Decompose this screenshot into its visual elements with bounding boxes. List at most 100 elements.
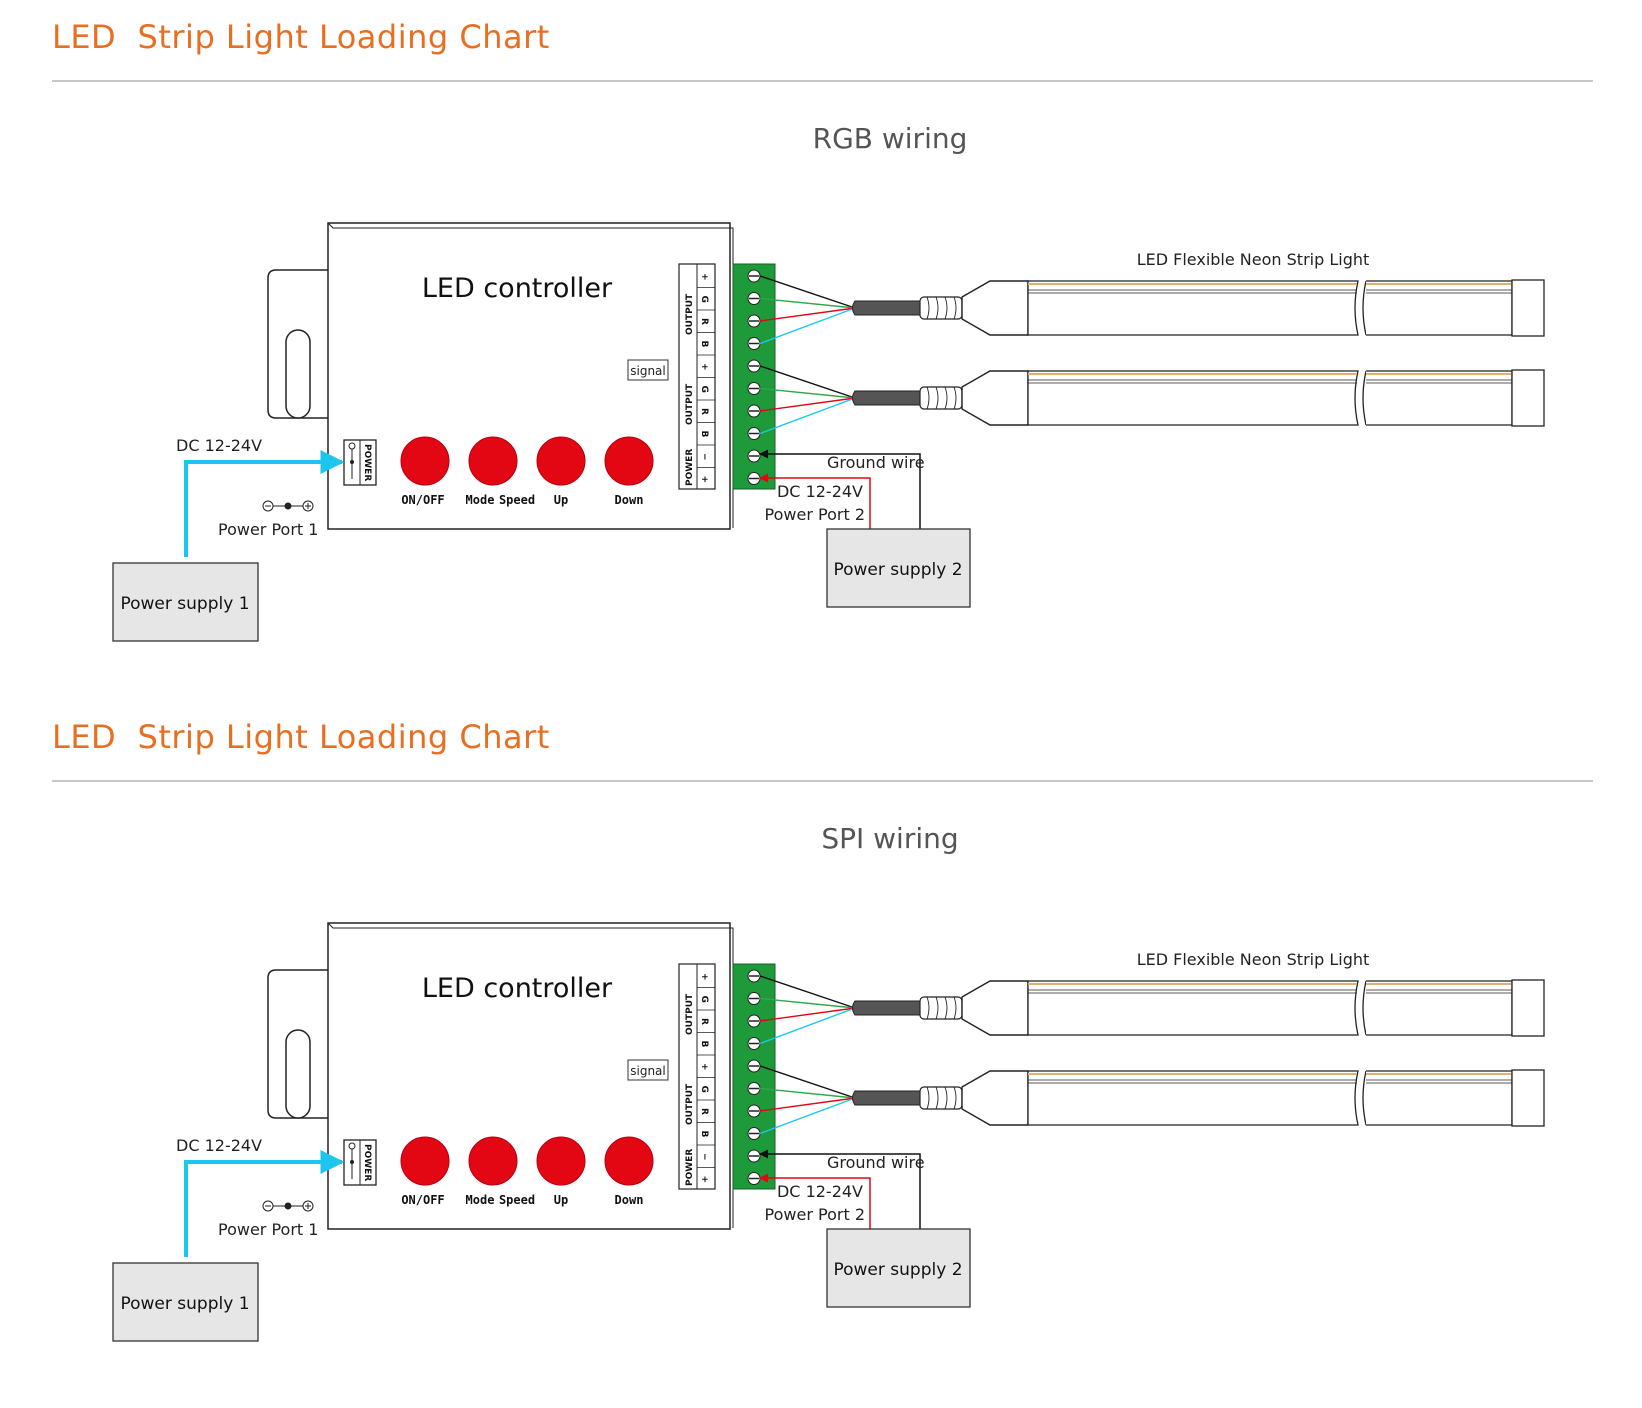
- output-wire: [759, 297, 856, 309]
- ground-wire-label: Ground wire: [827, 1153, 925, 1172]
- output-wire: [759, 1065, 856, 1099]
- strip-end-cap: [1511, 979, 1545, 1037]
- section-divider: [52, 780, 1593, 782]
- terminal-screw-icon: [747, 1104, 761, 1118]
- terminal-label: B: [699, 431, 709, 438]
- power-port-1-label: Power Port 1: [218, 1220, 318, 1239]
- terminal-label: +: [699, 1063, 709, 1071]
- strip-label: LED Flexible Neon Strip Light: [1137, 950, 1370, 969]
- terminal-label: R: [699, 408, 709, 415]
- power-jack-icon: [343, 1139, 377, 1186]
- terminal-screw-icon: [747, 449, 761, 463]
- neon-strip-segment-2: [1366, 370, 1513, 426]
- power-supply-1: [112, 562, 259, 642]
- button-label-up: Up: [554, 1193, 568, 1207]
- terminal-label: R: [699, 318, 709, 325]
- strip-break: [1362, 370, 1367, 426]
- strip-cable: [852, 390, 921, 406]
- terminal-label: −: [699, 1153, 709, 1161]
- terminal-screw-icon: [747, 1172, 761, 1185]
- terminal-label: +: [699, 476, 709, 484]
- strain-relief: [919, 996, 963, 1020]
- dc-label-1: DC 12-24V: [176, 436, 262, 455]
- dc-label-1: DC 12-24V: [176, 1136, 262, 1155]
- output-wire: [759, 275, 856, 309]
- terminal-screw-icon: [747, 314, 761, 328]
- terminal-screw-icon: [747, 337, 761, 350]
- power-supply-2: [826, 1228, 971, 1308]
- strip-connector: [961, 280, 1029, 336]
- strip-cable: [852, 1000, 921, 1016]
- section-heading: LED Strip Light Loading Chart: [52, 718, 550, 756]
- terminal-screw-icon: [747, 382, 761, 395]
- output-wire: [759, 1007, 856, 1045]
- neon-strip-segment-2: [1366, 280, 1513, 336]
- power-jack-label: POWER: [362, 1144, 372, 1181]
- section-heading: LED Strip Light Loading Chart: [52, 18, 550, 56]
- output-label-2: OUTPUT: [685, 383, 695, 425]
- terminal-screw-icon: [747, 1014, 761, 1028]
- strip-break: [1362, 1070, 1367, 1126]
- power-wire-1: [184, 450, 345, 557]
- strip-end-cap: [1511, 1069, 1545, 1127]
- strip-break: [1362, 980, 1367, 1036]
- button-up: [536, 1136, 586, 1186]
- strain-relief: [919, 296, 963, 320]
- signal-box: [627, 359, 669, 381]
- polarity-symbol-icon: [262, 500, 314, 512]
- terminal-label: B: [699, 341, 709, 348]
- button-label-speed: Speed: [499, 1193, 535, 1207]
- strip-end-cap: [1511, 369, 1545, 427]
- terminal-label: B: [699, 1131, 709, 1138]
- output-wire: [759, 1097, 856, 1135]
- terminal-screw-icon: [747, 1127, 761, 1140]
- wiring-title: RGB wiring: [812, 122, 968, 155]
- power-supply-2-label: Power supply 2: [833, 1260, 962, 1280]
- button-on-off: [400, 1136, 450, 1186]
- power-port-1-label: Power Port 1: [218, 520, 318, 539]
- terminal-screw-icon: [747, 359, 761, 373]
- neon-strip-segment-1: [1027, 1070, 1359, 1126]
- button-label-mode: Mode: [466, 1193, 495, 1207]
- terminal-screw-icon: [747, 1149, 761, 1163]
- terminal-label: G: [699, 296, 709, 303]
- power-supply-2: [826, 528, 971, 608]
- dc-label-2: DC 12-24V: [777, 1182, 863, 1201]
- polarity-symbol-icon: [262, 1200, 314, 1212]
- power-jack-icon: [343, 439, 377, 486]
- terminal-screw-icon: [747, 1059, 761, 1073]
- output-label-2: OUTPUT: [685, 1083, 695, 1125]
- neon-strip-segment-2: [1366, 1070, 1513, 1126]
- power-label: POWER: [685, 1149, 695, 1186]
- output-wire: [759, 1087, 856, 1099]
- strip-end-cap: [1511, 279, 1545, 337]
- terminal-label: −: [699, 453, 709, 461]
- neon-strip-segment-1: [1027, 980, 1359, 1036]
- button-label-mode: Mode: [466, 493, 495, 507]
- terminal-screw-icon: [747, 1037, 761, 1050]
- output-wire: [759, 397, 856, 412]
- power-supply-1: [112, 1262, 259, 1342]
- button-label-speed: Speed: [499, 493, 535, 507]
- section-divider: [52, 80, 1593, 82]
- supply-wire-red: [759, 473, 871, 529]
- terminal-screw-icon: [747, 404, 761, 418]
- button-up: [536, 436, 586, 486]
- controller-label: LED controller: [422, 273, 613, 304]
- power-supply-1-label: Power supply 1: [120, 1294, 249, 1314]
- button-down: [604, 436, 654, 486]
- wiring-title: SPI wiring: [821, 822, 959, 855]
- strip-connector: [961, 1070, 1029, 1126]
- output-label-1: OUTPUT: [685, 993, 695, 1035]
- output-wire: [759, 307, 856, 322]
- section-rgb: LED Strip Light Loading Chart RGB wiring…: [0, 0, 1642, 700]
- power-supply-2-label: Power supply 2: [833, 560, 962, 580]
- signal-box: [627, 1059, 669, 1081]
- button-mode-speed: [468, 1136, 518, 1186]
- mounting-slot-icon: [285, 1029, 311, 1119]
- terminal-screw-icon: [747, 969, 761, 983]
- signal-label: signal: [630, 364, 666, 378]
- button-label-up: Up: [554, 493, 568, 507]
